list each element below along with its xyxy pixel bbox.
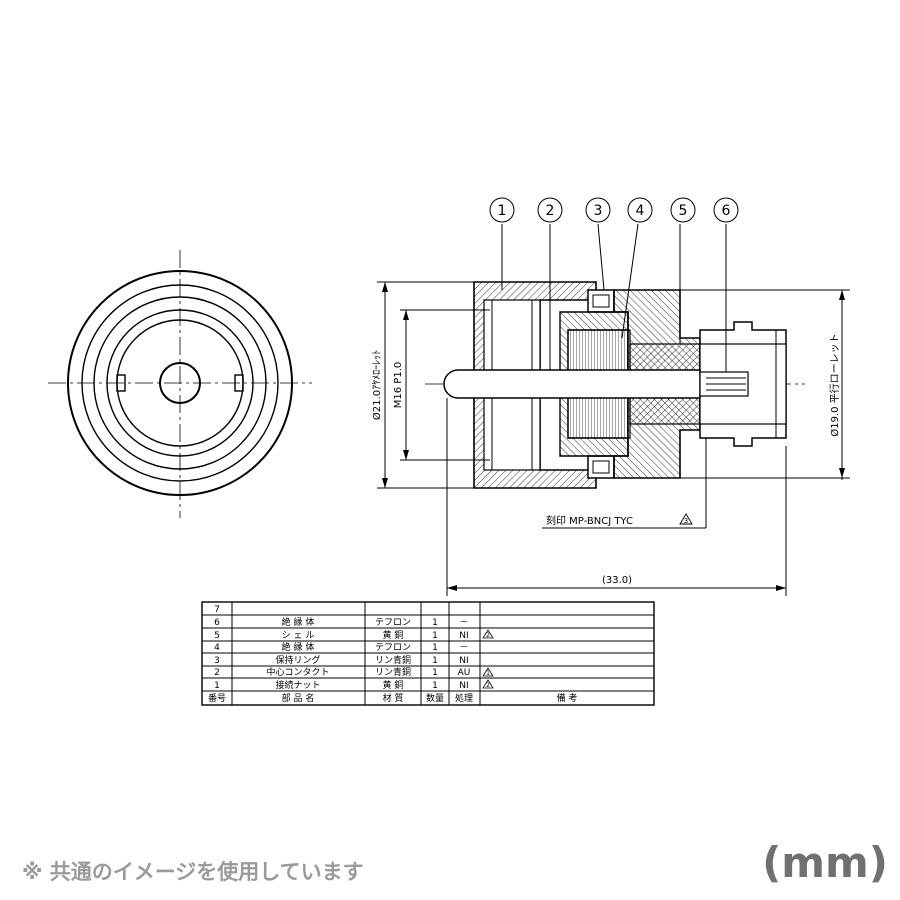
row-qty: 1: [432, 681, 438, 691]
row-name: シ ェ ル: [282, 631, 315, 641]
row-rev: 1: [486, 670, 490, 677]
row-name: 中心コンタクト: [266, 666, 329, 678]
section-view: [425, 281, 805, 489]
row-rev: 2: [486, 682, 490, 689]
row-name: 絶 縁 体: [282, 641, 315, 653]
row-rev: 2: [486, 632, 490, 639]
row-material: リン青銅: [375, 654, 411, 666]
row-treatment: NI: [459, 631, 468, 641]
row-qty: 1: [432, 643, 438, 653]
balloon-3: [585, 197, 611, 223]
balloon-3-label: 3: [594, 203, 603, 219]
row-qty: 1: [432, 618, 438, 628]
table-row: 5 シ ェ ル 黄 銅 1 NI 2: [214, 629, 494, 641]
row-material: テフロン: [375, 617, 411, 628]
row-treatment: －: [459, 643, 468, 653]
table-row: 2 中心コンタクト リン青銅 1 AU 1: [214, 666, 494, 678]
row-treatment: NI: [459, 656, 468, 666]
row-no: 6: [214, 618, 220, 628]
header-material: 材 質: [383, 692, 404, 704]
rev-triangle-icon: [482, 667, 494, 677]
table-row: 1 接続ナット 黄 銅 1 NI 2: [214, 679, 494, 691]
unit-label: (mm): [762, 838, 888, 887]
balloon-5-label: 5: [679, 203, 688, 219]
rev-triangle-icon: [482, 629, 494, 639]
header-treatment: 処理: [455, 692, 473, 704]
row-qty: 1: [432, 631, 438, 641]
table-header: 番号 部 品 名 材 質 数量 処理 備 考: [208, 692, 577, 704]
row-no: 2: [214, 668, 220, 678]
marking-rev-number: 3: [684, 517, 688, 525]
dimension-lines: [377, 281, 850, 596]
balloon-6: [713, 197, 739, 223]
row-material: リン青銅: [375, 666, 411, 678]
row-no: 7: [214, 605, 220, 615]
row-name: 保持リング: [275, 654, 320, 666]
front-view: [48, 250, 312, 518]
balloon-4-label: 4: [636, 203, 645, 219]
header-remarks: 備 考: [557, 692, 578, 704]
dim-outer-diameter: Ø21.0ｱﾔﾒﾛｰﾚｯﾄ: [371, 350, 383, 420]
header-no: 番号: [208, 692, 226, 704]
dim-overall-length: (33.0): [602, 575, 632, 586]
balloon-2-label: 2: [546, 203, 555, 219]
header-qty: 数量: [426, 692, 444, 704]
balloons: 1 2 3 4 5 6: [489, 197, 739, 372]
row-no: 3: [214, 656, 220, 666]
table-row: 3 保持リング リン青銅 1 NI: [214, 654, 469, 666]
row-treatment: AU: [458, 668, 471, 678]
balloon-5: [670, 197, 696, 223]
row-qty: 1: [432, 656, 438, 666]
row-treatment: NI: [459, 681, 468, 691]
rev-triangle-icon: [482, 679, 494, 689]
marking-rev-triangle: 3: [679, 513, 693, 525]
balloon-2: [537, 197, 563, 223]
balloon-1: [489, 197, 515, 223]
table-row: 7: [214, 605, 220, 615]
row-name: 絶 縁 体: [282, 616, 315, 628]
dim-thread: M16 P1.0: [393, 362, 404, 408]
table-row: 6 絶 縁 体 テフロン 1 －: [214, 616, 468, 628]
row-name: 接続ナット: [275, 679, 320, 691]
row-material: 黄 銅: [383, 679, 404, 691]
row-qty: 1: [432, 668, 438, 678]
row-no: 1: [214, 681, 220, 691]
row-material: 黄 銅: [383, 629, 404, 641]
row-no: 4: [214, 643, 220, 653]
balloon-6-label: 6: [722, 203, 731, 219]
footer-note: ※ 共通のイメージを使用しています: [22, 860, 364, 884]
parts-table: 7 6 絶 縁 体 テフロン 1 － 5 シ ェ ル 黄 銅 1 NI 2 4 …: [201, 601, 655, 706]
row-treatment: －: [459, 618, 468, 628]
row-material: テフロン: [375, 642, 411, 653]
balloon-1-label: 1: [498, 203, 507, 219]
header-name: 部 品 名: [282, 692, 315, 704]
balloon-4: [627, 197, 653, 223]
dim-rear-diameter: Ø19.0 平行ローレット: [828, 333, 841, 436]
table-row: 4 絶 縁 体 テフロン 1 －: [214, 641, 468, 653]
row-no: 5: [214, 631, 220, 641]
dim-marking: 刻印 MP-BNCJ TYC: [546, 514, 633, 527]
